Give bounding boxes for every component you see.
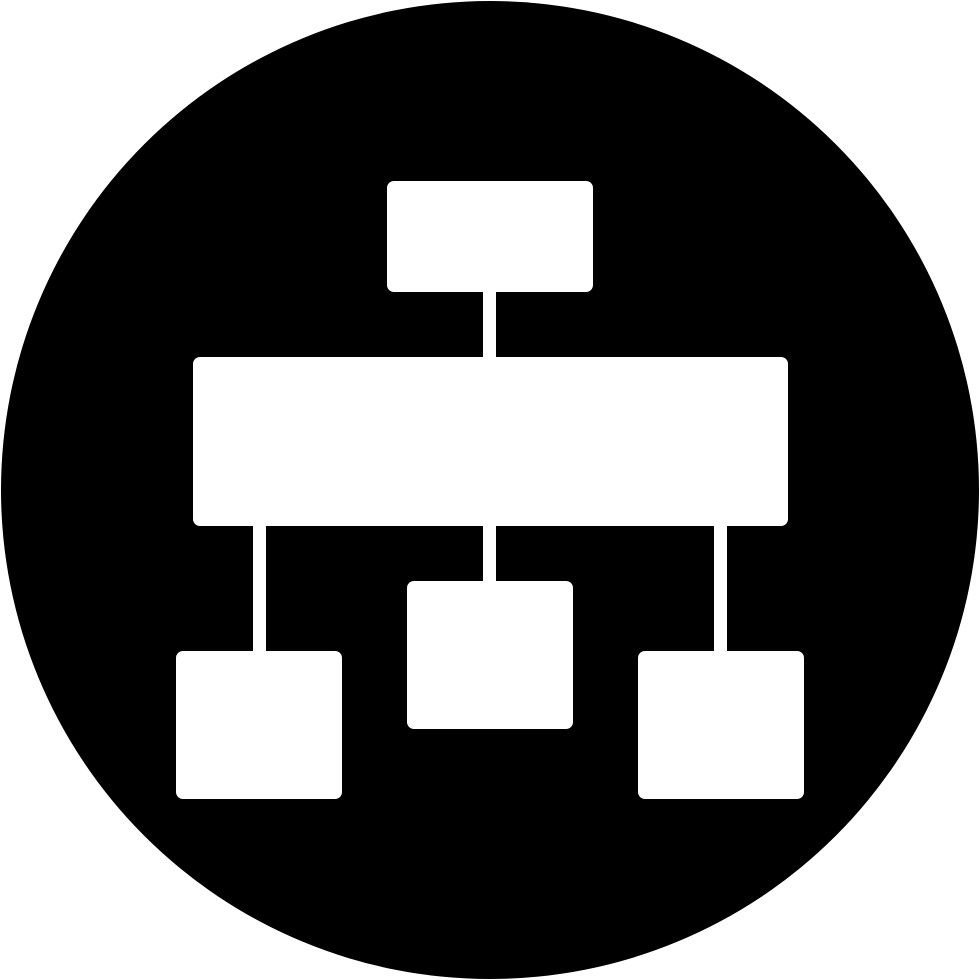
root-node (387, 181, 593, 292)
connector-top (483, 288, 496, 360)
main-node (193, 357, 788, 526)
connector-middle (483, 522, 496, 584)
nodes (176, 181, 804, 799)
connectors (253, 288, 727, 654)
connector-right (714, 522, 727, 654)
connector-left (253, 522, 266, 654)
child-node-left (176, 651, 342, 799)
child-node-middle (407, 581, 573, 729)
child-node-right (638, 651, 804, 799)
